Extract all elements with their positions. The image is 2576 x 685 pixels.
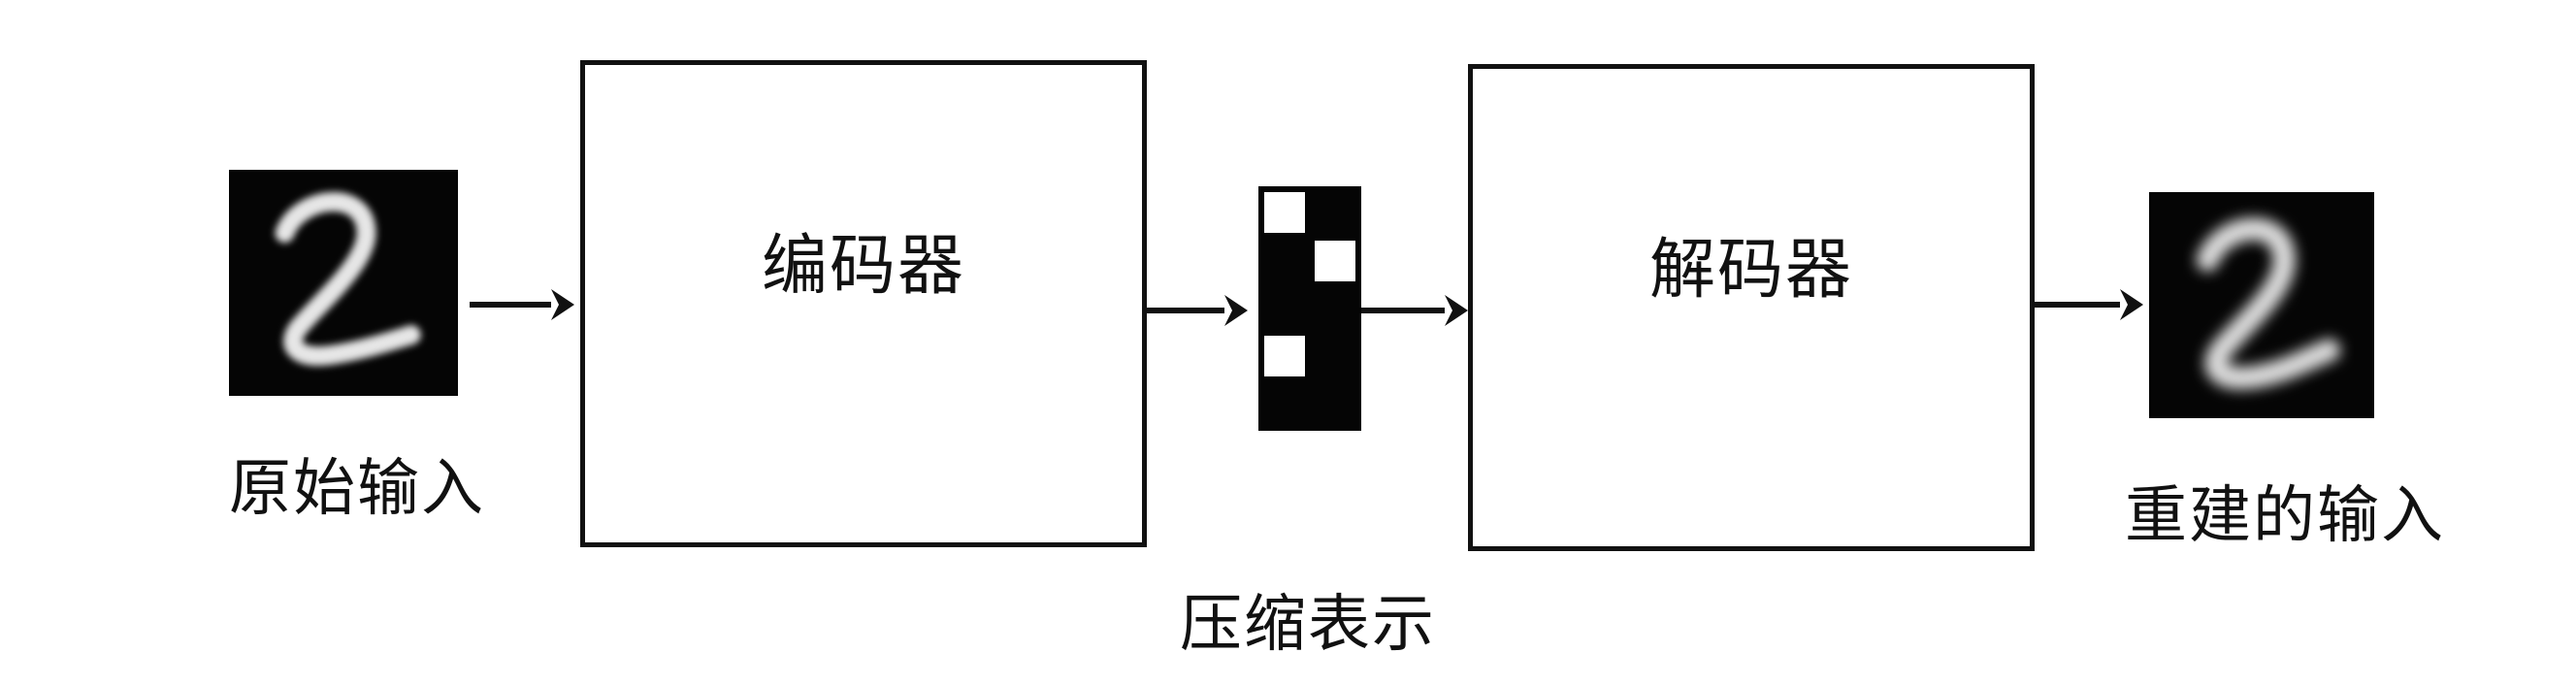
arrow-encoder-to-code — [1147, 291, 1248, 330]
code-cell — [1264, 336, 1305, 376]
encoder-label: 编码器 — [761, 227, 965, 305]
code-cell — [1264, 192, 1305, 233]
digit-2-icon — [275, 192, 421, 366]
arrow-input-to-encoder — [470, 285, 574, 324]
code-cell — [1315, 241, 1355, 281]
encoder-box: 编码器 — [580, 60, 1147, 547]
decoder-box: 解码器 — [1468, 64, 2035, 551]
digit-2-icon — [2196, 217, 2341, 390]
input-caption: 原始输入 — [229, 453, 485, 525]
arrow-decoder-to-output — [2035, 285, 2143, 324]
output-image — [2149, 192, 2374, 418]
compressed-code-grid — [1258, 186, 1361, 431]
output-caption: 重建的输入 — [2125, 480, 2445, 552]
arrow-code-to-decoder — [1361, 291, 1468, 330]
input-image — [229, 170, 458, 396]
decoder-label: 解码器 — [1648, 231, 1853, 309]
code-caption: 压缩表示 — [1180, 589, 1436, 661]
